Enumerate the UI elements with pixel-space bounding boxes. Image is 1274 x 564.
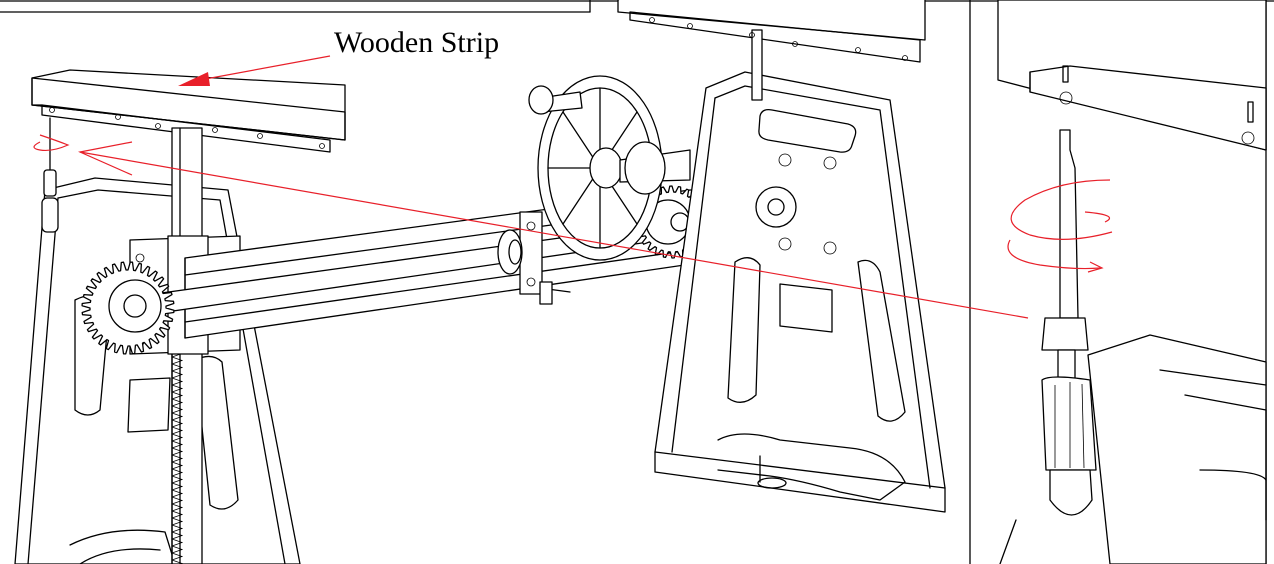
screwdriver-icon — [41, 117, 59, 233]
frame-bolts — [778, 153, 837, 255]
strip-screws-top — [649, 17, 908, 61]
callout-leader — [178, 55, 331, 86]
reference-line — [78, 141, 1029, 319]
gear-rack — [171, 339, 184, 564]
rotation-arrow-icon — [33, 134, 70, 152]
wooden-strip-left — [31, 69, 346, 153]
right-end-frame — [654, 71, 946, 513]
callout-label: Wooden Strip — [334, 26, 499, 59]
screwdriver-icon — [1041, 129, 1097, 516]
detail-screws — [1059, 65, 1255, 145]
rotation-arrow-icon — [1007, 179, 1113, 273]
left-end-frame — [14, 177, 301, 564]
wooden-strip-top — [617, 0, 926, 101]
hand-wheel-icon — [528, 75, 691, 261]
detail-panel — [997, 0, 1267, 564]
gear-icon — [81, 261, 175, 355]
strip-screws-left — [49, 107, 325, 149]
